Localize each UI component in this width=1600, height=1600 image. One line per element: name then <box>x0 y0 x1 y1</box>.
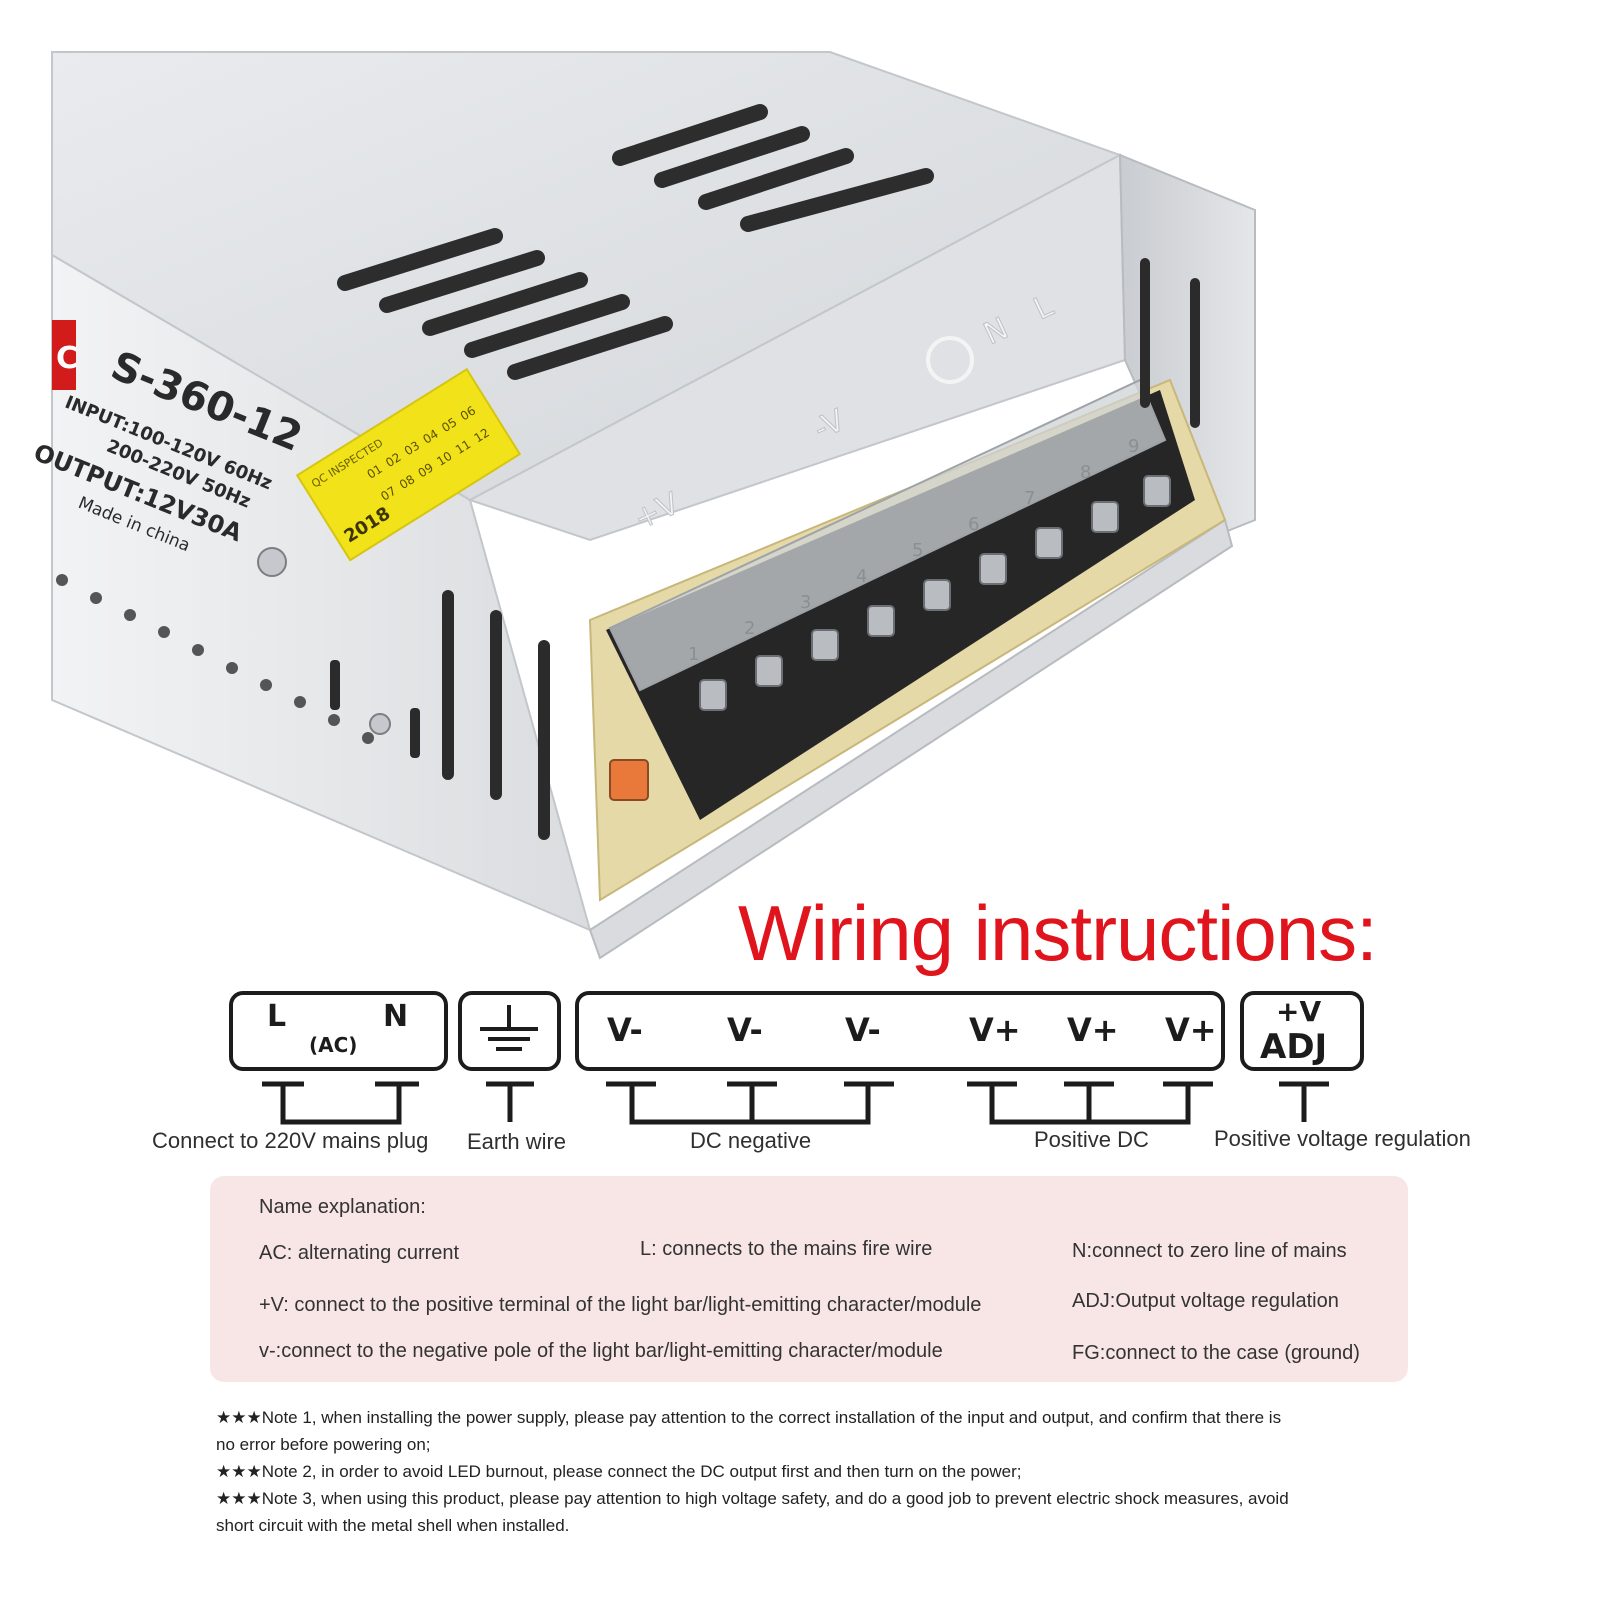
svg-text:10: 10 <box>434 449 454 469</box>
ground-icon <box>480 1005 538 1051</box>
terminal-number: 1 <box>688 644 699 665</box>
legend-plus-v: +V: connect to the positive terminal of … <box>259 1294 982 1316</box>
terminal-number: 5 <box>912 540 923 561</box>
front-holes <box>56 574 374 744</box>
terminal-number: 7 <box>1024 488 1035 509</box>
terminal-v-neg-3: V- <box>845 1011 881 1049</box>
top-vents <box>337 104 934 380</box>
case-side-wall <box>1118 153 1256 542</box>
svg-text:06: 06 <box>458 403 478 423</box>
caption-negative: DC negative <box>690 1128 812 1153</box>
note-1-line-1: ★★★Note 1, when installing the power sup… <box>216 1408 1282 1427</box>
svg-text:07: 07 <box>378 484 398 504</box>
terminal-v-neg-1: V- <box>607 1011 643 1049</box>
terminal-adj: ADJ <box>1260 1027 1328 1067</box>
legend-heading: Name explanation: <box>259 1196 426 1218</box>
terminal-screws <box>699 475 1171 711</box>
terminal-n: N <box>383 999 409 1034</box>
caption-earth: Earth wire <box>467 1129 567 1154</box>
potentiometer <box>609 759 649 801</box>
adj-terminal-box: +V ADJ <box>1240 991 1364 1071</box>
brand-logo-text: C <box>56 341 78 376</box>
terminal-v-pos-1: V+ <box>969 1011 1021 1049</box>
legend-n: N:connect to zero line of mains <box>1072 1240 1347 1262</box>
note-3-line-1: ★★★Note 3, when using this product, plea… <box>216 1489 1289 1508</box>
terminal-number: 3 <box>800 592 811 613</box>
case-screw <box>257 547 287 577</box>
legend-minus-v: v-:connect to the negative pole of the l… <box>259 1340 943 1362</box>
side-slots <box>330 258 1200 840</box>
terminal-number: 4 <box>856 566 867 587</box>
note-2: ★★★Note 2, in order to avoid LED burnout… <box>216 1462 1022 1481</box>
brand-logo <box>52 320 76 390</box>
wiring-title: Wiring instructions: <box>738 889 1378 977</box>
legend-adj: ADJ:Output voltage regulation <box>1072 1290 1339 1312</box>
svg-text:08: 08 <box>397 472 417 492</box>
svg-text:09: 09 <box>416 460 436 480</box>
terminal-number: 8 <box>1080 462 1091 483</box>
terminal-cover <box>608 378 1167 692</box>
terminal-plus-v: +V <box>1276 995 1322 1028</box>
name-explanation-panel: Name explanation: AC: alternating curren… <box>210 1176 1408 1382</box>
caption-ac: Connect to 220V mains plug <box>152 1128 429 1153</box>
svg-text:05: 05 <box>439 415 459 435</box>
terminal-brackets <box>262 1081 1329 1125</box>
terminal-block <box>606 390 1195 820</box>
terminal-number: 6 <box>968 514 979 535</box>
note-1-line-2: no error before powering on; <box>216 1435 431 1454</box>
ground-mark <box>926 336 974 384</box>
svg-text:12: 12 <box>472 425 492 445</box>
earth-terminal-box <box>458 991 561 1071</box>
caption-positive: Positive DC <box>1034 1127 1149 1152</box>
caption-adj: Positive voltage regulation <box>1214 1126 1471 1151</box>
terminal-v-pos-3: V+ <box>1165 1011 1217 1049</box>
dc-terminal-box: V- V- V- V+ V+ V+ <box>575 991 1225 1071</box>
terminal-ac: (AC) <box>309 1033 358 1057</box>
terminal-number: 9 <box>1128 436 1139 457</box>
legend-fg: FG:connect to the case (ground) <box>1072 1342 1360 1364</box>
svg-text:11: 11 <box>453 437 473 457</box>
svg-text:03: 03 <box>402 438 422 458</box>
svg-text:01: 01 <box>364 462 384 482</box>
svg-text:02: 02 <box>383 450 403 470</box>
ac-terminal-box: L (AC) N <box>229 991 448 1071</box>
svg-text:04: 04 <box>420 427 440 447</box>
terminal-v-pos-2: V+ <box>1067 1011 1119 1049</box>
terminal-l: L <box>267 999 287 1034</box>
legend-ac: AC: alternating current <box>259 1242 460 1264</box>
terminal-v-neg-2: V- <box>727 1011 763 1049</box>
power-supply-illustration: 1 2 3 4 5 6 7 8 9 <box>30 51 1256 960</box>
terminal-number: 2 <box>744 618 755 639</box>
legend-l: L: connects to the mains fire wire <box>640 1238 933 1260</box>
note-3-line-2: short circuit with the metal shell when … <box>216 1516 570 1535</box>
